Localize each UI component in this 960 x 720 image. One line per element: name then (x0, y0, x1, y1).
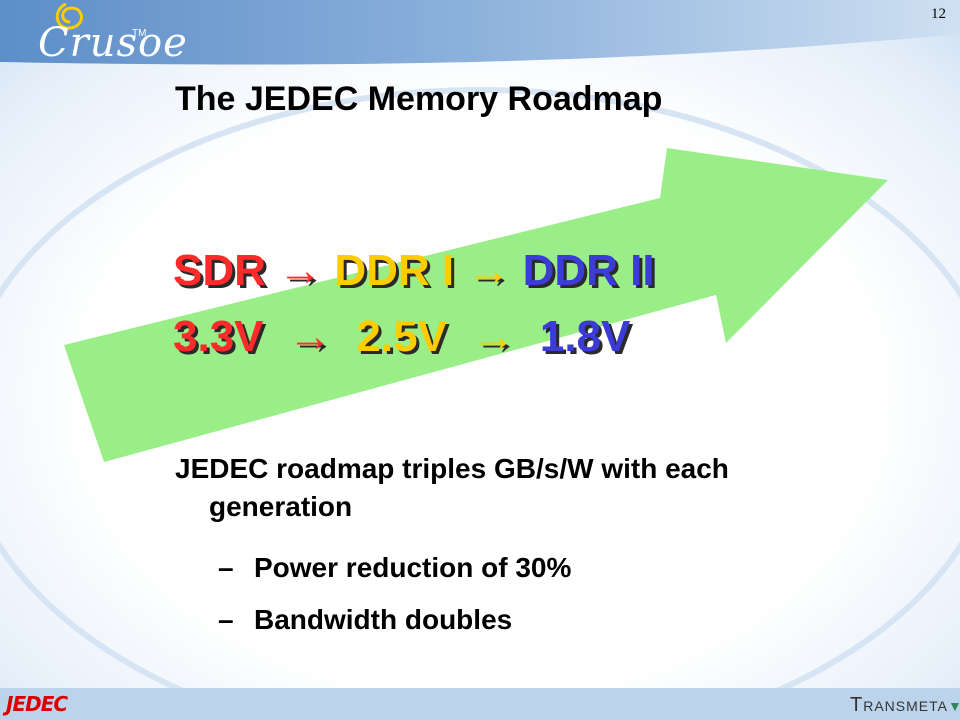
jedec-logo: JEDEC (6, 692, 68, 716)
sub-bullet-text: Bandwidth doubles (254, 604, 513, 635)
roadmap-voltage-row: 3.3V → 2.5V → 1.8V (173, 312, 630, 362)
arrow-right-icon: → (278, 246, 323, 295)
standard-ddr2: DDR II (522, 246, 655, 295)
crusoe-swirl-icon (55, 2, 83, 30)
voltage-ddr1: 2.5V (356, 312, 447, 361)
trademark-mark: TM (132, 28, 147, 39)
triangle-icon: ▼ (948, 698, 960, 714)
standard-sdr: SDR (173, 246, 266, 295)
sub-bullet-bandwidth: –Bandwidth doubles (218, 604, 512, 636)
dash-bullet: – (218, 604, 234, 635)
roadmap-arrow (64, 148, 888, 462)
footer-bar (0, 688, 960, 720)
roadmap-standards-row: SDR → DDR I → DDR II (173, 246, 655, 296)
sub-bullet-power: –Power reduction of 30% (218, 552, 571, 584)
main-bullet-text: JEDEC roadmap triples GB/s/W with each g… (175, 453, 729, 522)
arrow-right-icon: → (466, 246, 511, 295)
arrow-right-icon: → (471, 312, 516, 361)
voltage-ddr2: 1.8V (539, 312, 631, 361)
transmeta-logo-text: Transmeta (850, 694, 948, 716)
sub-bullet-text: Power reduction of 30% (254, 552, 572, 583)
body-main-point: JEDEC roadmap triples GB/s/W with each g… (175, 450, 875, 526)
crusoe-logo-text: Crusoe (38, 20, 188, 66)
standard-ddr1: DDR I (334, 246, 455, 295)
page-number: 12 (931, 6, 946, 22)
top-banner (0, 0, 960, 65)
transmeta-logo: Transmeta▼ (850, 694, 960, 717)
arrow-right-icon: → (287, 312, 332, 361)
slide-title: The JEDEC Memory Roadmap (175, 80, 663, 118)
dash-bullet: – (218, 552, 234, 583)
voltage-sdr: 3.3V (173, 312, 264, 361)
